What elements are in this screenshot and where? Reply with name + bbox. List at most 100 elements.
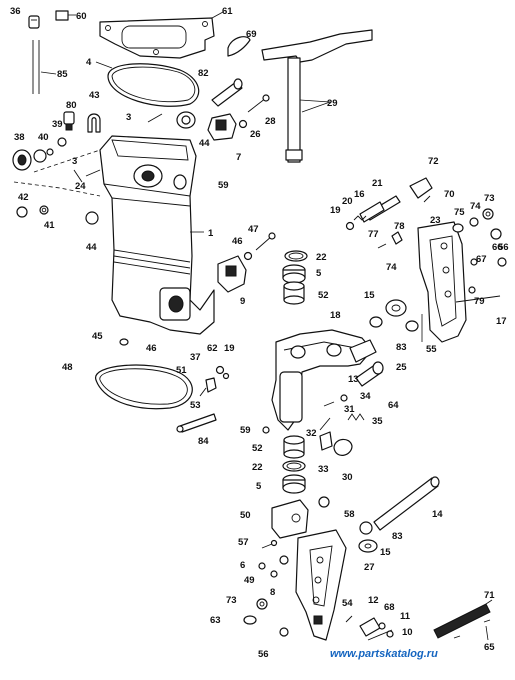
part-grommet-44 (85, 211, 99, 225)
part-screw-70 (423, 195, 431, 203)
part-bushing-75 (452, 223, 464, 233)
callout-44-upper: 44 (199, 138, 210, 149)
part-gasket-ring-4 (95, 61, 200, 107)
callout-78: 78 (394, 221, 405, 232)
part-washer-26 (238, 119, 248, 129)
callout-73-lower: 73 (226, 595, 237, 606)
callout-36: 36 (10, 6, 21, 17)
part-mount-9 (217, 255, 247, 293)
callout-71: 71 (484, 590, 495, 601)
callout-46-upper: 46 (232, 236, 243, 247)
part-screw-67 (470, 258, 478, 266)
part-grease-fitting-62 (215, 365, 230, 380)
part-tube-14 (373, 476, 440, 531)
callout-59-lower: 59 (240, 425, 251, 436)
callout-18: 18 (330, 310, 341, 321)
callout-41: 41 (44, 220, 55, 231)
part-bolt-28 (247, 94, 270, 113)
callout-67: 67 (476, 254, 487, 265)
callout-84: 84 (198, 436, 209, 447)
callout-68: 68 (384, 602, 395, 613)
callout-15-upper: 15 (364, 290, 375, 301)
callout-40: 40 (38, 132, 49, 143)
callout-7: 7 (236, 152, 241, 163)
part-lever-12 (359, 617, 381, 637)
part-link-32 (319, 417, 331, 431)
part-washer-46-upper (243, 251, 253, 261)
callout-9: 9 (240, 296, 245, 307)
part-bushing-18 (369, 316, 383, 328)
part-washer-40 (46, 148, 54, 156)
callout-83-upper: 83 (396, 342, 407, 353)
callout-24: 24 (75, 181, 86, 192)
callout-62: 62 (207, 343, 218, 354)
part-screw-53 (199, 387, 207, 397)
part-fitting-38 (12, 149, 47, 171)
callout-73-upper: 73 (484, 193, 495, 204)
part-bolt-47 (255, 232, 276, 251)
part-pin-10 (367, 629, 393, 641)
callout-72: 72 (428, 156, 439, 167)
part-bushing-83-lower (359, 521, 373, 535)
callout-51: 51 (176, 365, 187, 376)
part-nut-74-upper (469, 217, 479, 227)
part-pin-82 (211, 78, 243, 107)
part-bracket-50 (271, 499, 309, 539)
part-plate-25 (349, 339, 377, 363)
callout-60: 60 (76, 11, 87, 22)
callout-5-lower: 5 (256, 481, 262, 492)
callout-85: 85 (57, 69, 68, 80)
part-rod-17 (455, 295, 501, 303)
part-stern-bracket-23 (417, 221, 467, 343)
part-screws-65 (453, 619, 491, 641)
callout-61: 61 (222, 6, 233, 17)
callout-47: 47 (248, 224, 259, 235)
callout-17: 17 (496, 316, 507, 327)
part-screw-54 (345, 615, 353, 623)
callout-34: 34 (360, 391, 371, 402)
part-washer-73-upper (482, 208, 494, 220)
part-washer-15-upper (385, 299, 407, 317)
part-washer-15-lower (358, 539, 378, 553)
part-nut-39 (57, 137, 67, 147)
part-steering-arm-29 (261, 29, 373, 163)
callout-59-upper: 59 (218, 180, 229, 191)
callout-75: 75 (454, 207, 465, 218)
part-pin-31 (323, 401, 335, 407)
watermark-text: www.partskatalog.ru (330, 648, 438, 660)
callout-6: 6 (240, 560, 245, 571)
part-pin-24 (85, 169, 101, 177)
part-grommet-60 (55, 10, 76, 21)
part-gasket-ring-48 (95, 364, 193, 410)
callout-8: 8 (270, 587, 275, 598)
part-washer-8 (279, 555, 289, 565)
callout-56-lower: 56 (258, 649, 269, 660)
callout-3-upper: 3 (126, 112, 131, 123)
part-clamp-bracket-27 (295, 529, 347, 641)
callout-29: 29 (327, 98, 338, 109)
part-mount-7 (207, 113, 237, 141)
part-clip-43 (87, 113, 101, 133)
callout-63: 63 (210, 615, 221, 626)
part-pins-85 (32, 40, 57, 94)
callout-15-lower: 15 (380, 547, 391, 558)
callout-66: 66 (492, 242, 503, 253)
callout-22-lower: 22 (252, 462, 263, 473)
callout-31: 31 (344, 404, 355, 415)
callout-64: 64 (388, 400, 399, 411)
callout-52-lower: 52 (252, 443, 263, 454)
callout-23: 23 (430, 215, 441, 226)
callout-49: 49 (244, 575, 255, 586)
assembly-line-lower (13, 181, 101, 197)
part-bushing-52-lower (283, 435, 305, 459)
callout-82: 82 (198, 68, 209, 79)
callout-14: 14 (432, 509, 443, 520)
callout-70: 70 (444, 189, 455, 200)
callout-21: 21 (372, 178, 383, 189)
part-ring-22-lower (282, 460, 306, 472)
part-cylinder-64 (355, 361, 384, 387)
part-screw-68 (378, 622, 386, 630)
part-lever-33 (319, 431, 333, 451)
callout-55: 55 (426, 344, 437, 355)
